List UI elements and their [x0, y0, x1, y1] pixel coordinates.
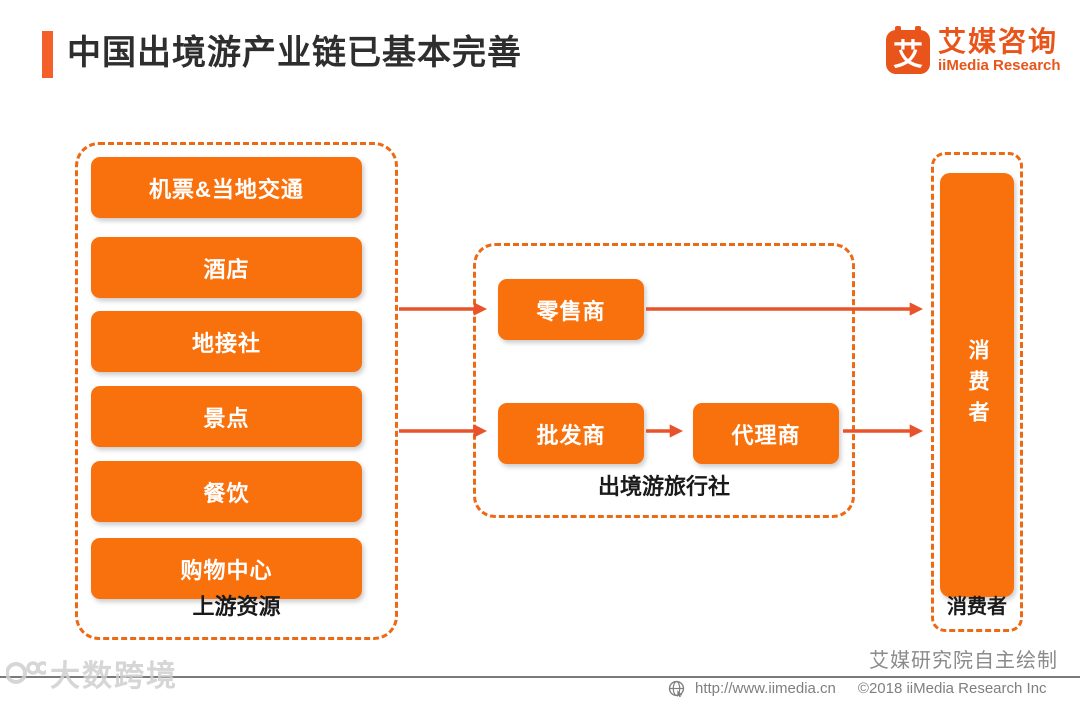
iimedia-logo: 艾 艾媒咨询 iiMedia Research [886, 26, 1061, 74]
agency-group-label: 出境游旅行社 [597, 474, 730, 499]
footer-copyright: ©2018 iiMedia Research Inc [857, 680, 1047, 697]
watermark-text: 大数跨境 [50, 660, 178, 693]
upstream-group-label: 上游资源 [192, 594, 281, 619]
node-wholesaler: 批发商 [498, 403, 644, 464]
consumer-group-label: 消费者 [947, 596, 1007, 618]
source-note: 艾媒研究院自主绘制 [869, 650, 1058, 672]
watermark-logo-icon [6, 661, 46, 684]
footer-bar: http://www.iimedia.cn ©2018 iiMedia Rese… [668, 680, 1047, 697]
brand-name-cn: 艾媒咨询 [938, 26, 1059, 57]
upstream-resources-group: 机票&当地交通 酒店 地接社 景点 餐饮 购物中心 上游资源 [75, 142, 398, 640]
node-local-agency: 地接社 [91, 311, 362, 372]
node-shopping-centers: 购物中心 [91, 538, 362, 599]
globe-icon [668, 680, 685, 697]
node-dining: 餐饮 [91, 461, 362, 522]
page-title: 中国出境游产业链已基本完善 [67, 34, 522, 72]
node-attractions: 景点 [91, 386, 362, 447]
title-accent-bar [42, 31, 53, 78]
iimedia-logo-icon: 艾 [886, 26, 930, 74]
node-consumer: 消费者 [940, 173, 1014, 597]
footer-divider [0, 676, 1080, 678]
node-retailer: 零售商 [498, 279, 644, 340]
consumer-node-label: 消费者 [966, 338, 989, 432]
footer-url[interactable]: http://www.iimedia.cn [695, 680, 836, 697]
node-hotels: 酒店 [91, 237, 362, 298]
watermark: 大数跨境 [6, 651, 178, 695]
consumer-group: 消费者 消费者 [931, 152, 1023, 632]
node-flights-local-transport: 机票&当地交通 [91, 157, 362, 218]
travel-agency-group: 零售商 批发商 代理商 出境游旅行社 [473, 243, 855, 518]
node-agent: 代理商 [693, 403, 839, 464]
brand-name-en: iiMedia Research [938, 57, 1061, 74]
